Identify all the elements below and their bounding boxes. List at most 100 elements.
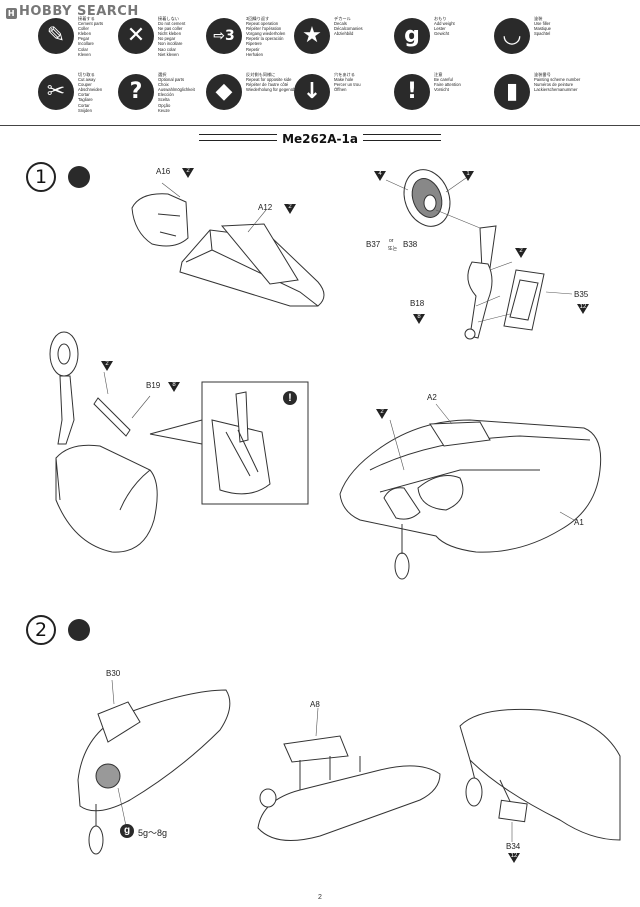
cement-icon: ✎	[38, 18, 74, 54]
legend-line: Do not cement	[158, 21, 186, 27]
legend-line: 選択	[158, 72, 167, 77]
legend-line: Repetir la operación	[246, 36, 284, 42]
label-b34: B34	[506, 842, 521, 851]
legend-line: Keuze	[158, 107, 170, 113]
label-or: or	[389, 238, 394, 244]
legend-line: Nicht kleben	[158, 31, 182, 37]
step-2-cement-icon	[68, 619, 90, 641]
flag-b19: 8	[168, 382, 180, 392]
legend-line: Vorgang wiederholen	[246, 31, 286, 37]
label-a2: A2	[427, 393, 437, 402]
legend-line: Cut away	[78, 77, 96, 83]
legend-line: Lester	[434, 26, 446, 32]
flag-b34: 12	[508, 853, 520, 863]
legend-line: Répéter de l'autre côté	[246, 82, 289, 88]
legend-line: Cortar	[78, 92, 90, 98]
legend-line: Wiederholung für gegenüberliegende Seite	[246, 87, 320, 93]
label-b18: B18	[410, 299, 425, 308]
legend-line: Repeat operation	[246, 21, 279, 27]
label-or-kr: 또는	[388, 246, 398, 252]
paint-bowl-icon: ◡	[494, 18, 530, 54]
legend-line: Mastique	[534, 26, 551, 32]
option-icon: ?	[118, 74, 154, 110]
no-cement-icon: ✕	[118, 18, 154, 54]
label-b35: B35	[574, 290, 589, 299]
legend-line: 3回繰り返す	[246, 16, 270, 21]
label-a16: A16	[156, 167, 171, 176]
legend-line: Herhalen	[246, 51, 263, 57]
title-rule-right	[362, 134, 441, 141]
legend-line: Make hole	[334, 77, 354, 83]
legend-line: 注意	[434, 72, 443, 77]
legend-line: Use filler	[534, 21, 551, 27]
label-b38: B38	[403, 240, 418, 249]
legend-line: Coller	[78, 26, 89, 32]
legend-line: Décalcomanies	[334, 26, 363, 32]
legend-line: 切り取る	[78, 72, 95, 77]
legend-line: Auswahlmöglichkeit	[158, 87, 195, 93]
caution-icon: !	[283, 391, 297, 405]
decal-icon: ★	[294, 18, 330, 54]
page-title: Me262A-1a	[0, 132, 640, 146]
legend-line: Répéter l'opération	[246, 26, 282, 32]
legend-line: Painting scheme number	[534, 77, 581, 83]
legend-line: Spachtel	[534, 31, 551, 37]
cut-icon: ✂	[38, 74, 74, 110]
nose-gear-drawing	[385, 169, 573, 340]
step-2-number: 2	[26, 615, 56, 645]
legend-line: Incollare	[78, 41, 94, 47]
flag-wheel-left: 4	[374, 171, 386, 181]
legend-line: Choix	[158, 82, 169, 88]
legend-line: デカール	[334, 16, 351, 21]
step-1-number: 1	[26, 162, 56, 192]
legend-line: Decals	[334, 21, 347, 27]
flag-a2: 2	[376, 409, 388, 419]
opposite-icon: ◆	[206, 74, 242, 110]
legend-line: No pegar	[158, 36, 176, 42]
legend-line: Repetir	[246, 46, 260, 52]
legend-line: おもり	[434, 16, 447, 21]
legend-line: Niet kleven	[158, 51, 179, 57]
legend-line: Snijden	[78, 107, 92, 113]
label-a12: A12	[258, 203, 273, 212]
page-number: 2	[318, 894, 322, 901]
legend-line: Gewicht	[434, 31, 450, 37]
flag-a16: 2	[182, 168, 194, 178]
legend-line: Öffnen	[334, 87, 347, 93]
flag-strut: 2	[515, 248, 527, 258]
logo-icon: H	[6, 8, 17, 19]
legend-line: 反対側も同様に	[246, 72, 276, 77]
legend-line: 接着する	[78, 16, 95, 21]
legend-line: Pegar	[78, 36, 90, 42]
title-rule-left	[199, 134, 278, 141]
legend-line: Cortar	[78, 102, 90, 108]
legend-line: Tagliare	[78, 97, 93, 103]
legend-line: Percer un trou	[334, 82, 361, 88]
label-b37: B37	[366, 240, 381, 249]
door-install-drawing	[459, 708, 621, 842]
legend-line: 塗装番号	[534, 72, 551, 77]
legend-line: Opção	[158, 102, 171, 108]
legend-line: Ne pas coller	[158, 26, 183, 32]
